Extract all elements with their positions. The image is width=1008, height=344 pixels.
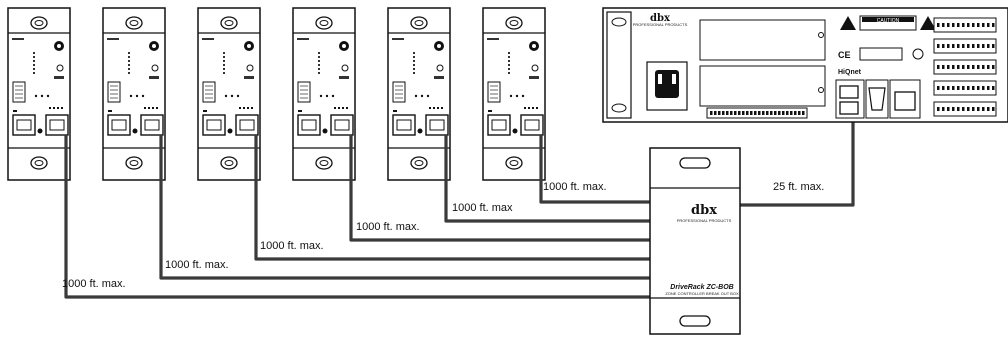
io-connector-block — [933, 101, 997, 117]
mount-slot-icon — [679, 315, 711, 327]
terminal-pins — [710, 111, 805, 115]
cable-panel-1 — [64, 135, 650, 299]
ce-mark-icon: CE — [838, 50, 851, 60]
rack-brand-sub: PROFESSIONAL PRODUCTS — [633, 22, 688, 27]
cable-label-3: 1000 ft. max. — [260, 240, 324, 252]
warning-triangle-icon — [920, 16, 936, 30]
hub-model-sub: ZONE CONTROLLER BREAK OUT BOX — [665, 291, 739, 296]
zc-bob-hub: dbx PROFESSIONAL PRODUCTS DriveRack ZC-B… — [649, 147, 741, 335]
cable-panel-5 — [444, 135, 650, 223]
wall-panels — [7, 7, 546, 181]
io-connectors — [933, 17, 997, 117]
panel-label — [12, 81, 26, 103]
wall-panel-2 — [102, 7, 166, 181]
led-icon — [322, 128, 328, 134]
cable-panel-6 — [539, 135, 650, 204]
rj45-port-icon[interactable] — [839, 85, 859, 99]
panel-plate — [387, 7, 451, 181]
panel-label — [392, 81, 406, 103]
led-icon — [132, 128, 138, 134]
db9-port-icon[interactable] — [868, 87, 886, 111]
option-slot-1 — [699, 19, 826, 61]
hub-link-label: 25 ft. max. — [773, 181, 824, 193]
wall-panel-5 — [387, 7, 451, 181]
panel-label — [487, 81, 501, 103]
led-icon — [512, 128, 518, 134]
ce-mark-icon — [341, 64, 349, 72]
caution-text: CAUTION — [877, 18, 900, 24]
panel-label — [107, 81, 121, 103]
rj45-port-icon[interactable] — [839, 101, 859, 115]
mount-slot-icon — [679, 157, 711, 169]
cable-hub-to-rack — [740, 112, 855, 207]
ce-mark-icon — [531, 64, 539, 72]
rack-screw-icon — [611, 17, 627, 27]
cable-label-5: 1000 ft. max — [452, 202, 513, 214]
rack-screw-icon — [611, 103, 627, 113]
led-icon — [227, 128, 233, 134]
io-connector-block — [933, 38, 997, 54]
ce-mark-icon — [246, 64, 254, 72]
io-connector-block — [933, 59, 997, 75]
ce-mark-icon — [56, 64, 64, 72]
cable-panel-4 — [349, 135, 650, 242]
wall-panel-4 — [292, 7, 356, 181]
panel-label — [202, 81, 216, 103]
cable-label-1: 1000 ft. max. — [62, 278, 126, 290]
serial-label — [859, 47, 903, 61]
hub-model-name: DriveRack ZC-BOB — [670, 284, 733, 291]
cable-panel-2 — [159, 135, 650, 280]
ce-mark-icon — [436, 64, 444, 72]
cable-label-6: 1000 ft. max. — [543, 181, 607, 193]
cable-label-2: 1000 ft. max. — [165, 259, 229, 271]
panel-label — [297, 81, 311, 103]
cable-panel-3 — [254, 135, 650, 261]
ethernet-port-icon[interactable] — [894, 91, 916, 111]
io-connector-block — [933, 17, 997, 33]
cable-labels: 1000 ft. max. 1000 ft. max. 1000 ft. max… — [62, 181, 824, 290]
wall-panel-6 — [482, 7, 546, 181]
cert-mark-icon — [912, 48, 924, 60]
terminal-strip — [706, 107, 808, 119]
warning-triangle-icon — [840, 16, 856, 30]
led-icon — [417, 128, 423, 134]
io-connector-block — [933, 80, 997, 96]
rack-brand-logo: dbx — [650, 13, 671, 24]
network-logo: HiQnet — [838, 69, 862, 76]
option-slot-2 — [699, 65, 826, 107]
hub-brand-logo: dbx — [691, 203, 717, 218]
cable-label-4: 1000 ft. max. — [356, 221, 420, 233]
hub-brand-sub: PROFESSIONAL PRODUCTS — [677, 218, 732, 223]
led-icon — [37, 128, 43, 134]
wall-panel-3 — [197, 7, 261, 181]
cables — [64, 112, 855, 299]
rack-processor: dbx PROFESSIONAL PRODUCTS CAUTION CE HiQ… — [602, 7, 1008, 123]
rack-ear — [606, 11, 632, 119]
ce-mark-icon — [151, 64, 159, 72]
wall-panel-1 — [7, 7, 71, 181]
